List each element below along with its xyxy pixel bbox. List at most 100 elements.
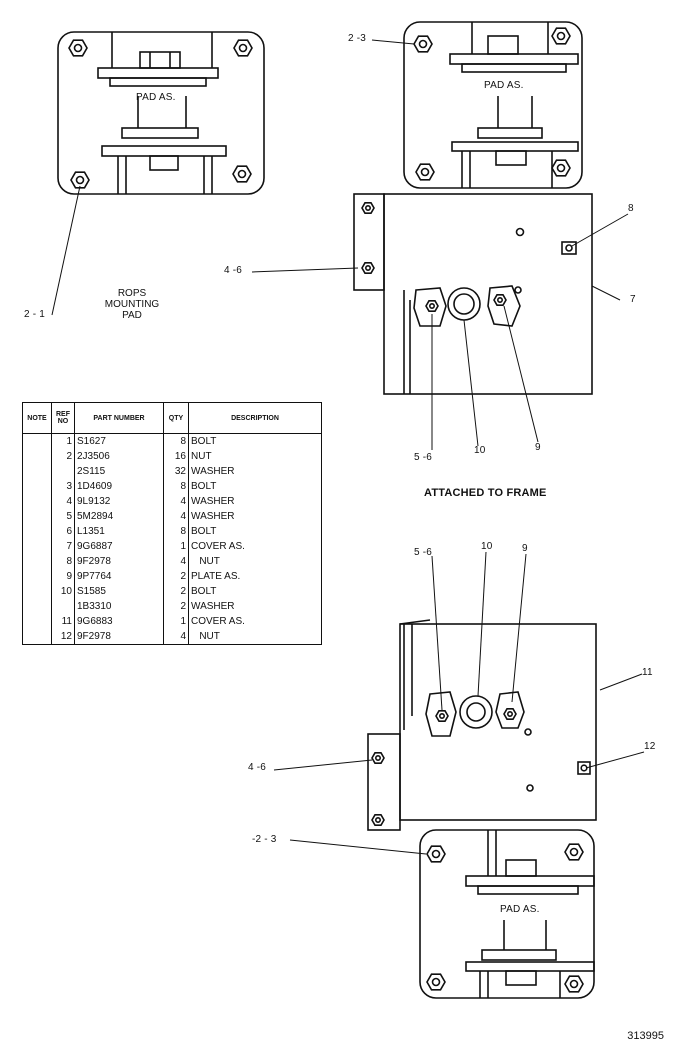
part-number-cell: L1351 bbox=[74, 524, 164, 539]
caption-mounting: MOUNTING bbox=[104, 299, 160, 310]
part-number-cell: 2S115 bbox=[74, 464, 164, 479]
qty-cell: 1 bbox=[163, 539, 189, 554]
ref-no-cell: 10 bbox=[51, 584, 75, 599]
ref-no-cell: 3 bbox=[51, 479, 75, 494]
qty-cell: 8 bbox=[163, 479, 189, 494]
description-cell: NUT bbox=[191, 631, 220, 642]
description-cell: NUT bbox=[191, 451, 212, 462]
label-2-3-bottom: -2 - 3 bbox=[252, 834, 277, 845]
label-5-6-lower: 5 -6 bbox=[414, 547, 433, 558]
caption-pad: PAD bbox=[122, 310, 142, 321]
leader-8 bbox=[571, 213, 629, 247]
caption-rops-mounting-pad: ROPS MOUNTING PAD bbox=[96, 288, 168, 321]
label-pad-bottom: PAD AS. bbox=[500, 904, 540, 915]
ref-no-cell: 9 bbox=[51, 569, 75, 584]
part-number-cell: 9F2978 bbox=[74, 629, 164, 645]
note-cell bbox=[22, 509, 52, 524]
note-cell bbox=[22, 494, 52, 509]
note-cell bbox=[22, 584, 52, 599]
label-2-1: 2 - 1 bbox=[24, 309, 46, 320]
description-cell: NUT bbox=[191, 556, 220, 567]
qty-cell: 4 bbox=[163, 554, 189, 569]
part-number-cell: 2J3506 bbox=[74, 449, 164, 464]
leader-10-lower bbox=[477, 551, 487, 697]
description-cell: PLATE AS. bbox=[191, 571, 241, 582]
label-9-lower: 9 bbox=[522, 543, 528, 554]
label-7: 7 bbox=[630, 294, 636, 305]
part-number-cell: 9G6883 bbox=[74, 614, 164, 629]
parts-table-header: NOTE REF NO PART NUMBER QTY DESCRIPTION bbox=[22, 402, 322, 434]
ref-no-cell: 2 bbox=[51, 449, 75, 464]
qty-cell: 4 bbox=[163, 629, 189, 645]
caption-rops: ROPS bbox=[117, 288, 147, 299]
note-cell bbox=[22, 479, 52, 494]
leader-9-upper bbox=[503, 305, 539, 443]
header-ref-no: REF NO bbox=[51, 402, 75, 434]
leader-4-6-upper bbox=[251, 267, 359, 273]
part-number-cell: 1B3310 bbox=[74, 599, 164, 614]
part-number-cell: 1D4609 bbox=[74, 479, 164, 494]
description-cell: WASHER bbox=[191, 511, 235, 522]
part-number-cell: 5M2894 bbox=[74, 509, 164, 524]
label-10-upper: 10 bbox=[474, 445, 486, 456]
qty-cell: 2 bbox=[163, 584, 189, 599]
label-pad-top-right: PAD AS. bbox=[484, 80, 524, 91]
note-cell bbox=[22, 449, 52, 464]
note-cell bbox=[22, 599, 52, 614]
description-cell: WASHER bbox=[191, 466, 235, 477]
ref-no-cell: 4 bbox=[51, 494, 75, 509]
description-cell: BOLT bbox=[191, 481, 217, 492]
qty-cell: 32 bbox=[163, 464, 189, 479]
description-cell: WASHER bbox=[191, 601, 235, 612]
leader-4-6-lower bbox=[273, 759, 373, 771]
figure-number: 313995 bbox=[627, 1030, 664, 1042]
ref-no-cell: 5 bbox=[51, 509, 75, 524]
description-cell: BOLT bbox=[191, 436, 217, 447]
qty-cell: 16 bbox=[163, 449, 189, 464]
part-number-cell: 9F2978 bbox=[74, 554, 164, 569]
part-number-cell: 9P7764 bbox=[74, 569, 164, 584]
note-cell bbox=[22, 614, 52, 629]
leader-5-6-lower bbox=[431, 555, 443, 711]
note-cell bbox=[22, 464, 52, 479]
leader-9-lower bbox=[511, 553, 527, 703]
label-pad-top-left: PAD AS. bbox=[136, 92, 176, 103]
header-part-number: PART NUMBER bbox=[74, 402, 164, 434]
part-number-cell: S1585 bbox=[74, 584, 164, 599]
ref-no-cell bbox=[51, 599, 75, 614]
label-4-6-lower: 4 -6 bbox=[248, 762, 267, 773]
ref-no-cell bbox=[51, 464, 75, 479]
ref-no-cell: 1 bbox=[51, 433, 75, 449]
note-cell bbox=[22, 539, 52, 554]
ref-no-cell: 6 bbox=[51, 524, 75, 539]
leader-2-1 bbox=[51, 185, 81, 316]
label-5-6-upper: 5 -6 bbox=[414, 452, 433, 463]
qty-cell: 8 bbox=[163, 433, 189, 449]
label-8: 8 bbox=[628, 203, 634, 214]
ref-no-cell: 11 bbox=[51, 614, 75, 629]
cover-assembly-upper bbox=[353, 193, 621, 395]
label-11: 11 bbox=[642, 667, 653, 678]
note-cell bbox=[22, 569, 52, 584]
qty-cell: 2 bbox=[163, 599, 189, 614]
note-cell bbox=[22, 433, 52, 449]
parts-list-table: NOTE REF NO PART NUMBER QTY DESCRIPTION … bbox=[22, 402, 322, 645]
rops-mounting-pad-top-left bbox=[57, 31, 265, 195]
note-cell bbox=[22, 554, 52, 569]
description-cell: WASHER bbox=[191, 496, 235, 507]
cover-assembly-lower bbox=[367, 619, 597, 831]
description-cell: COVER AS. bbox=[191, 541, 245, 552]
